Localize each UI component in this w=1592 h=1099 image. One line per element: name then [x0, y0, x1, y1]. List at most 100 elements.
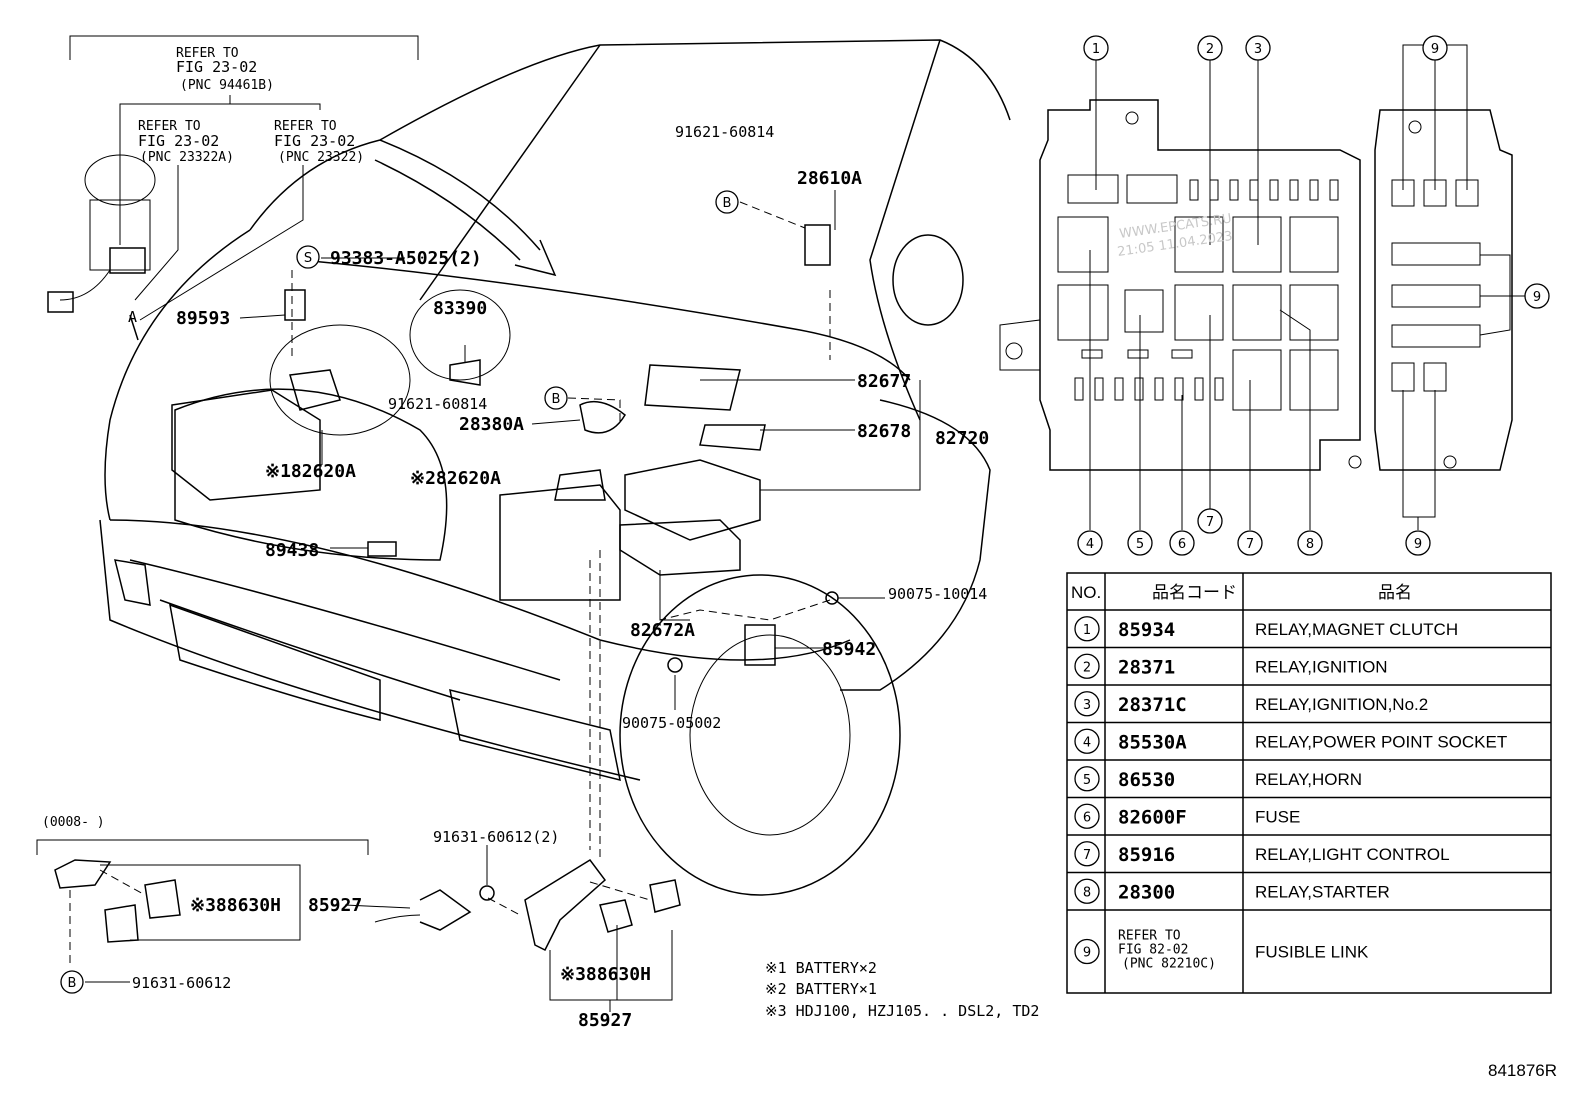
row-number-circle [1074, 766, 1100, 792]
fuse-box-callout-8: 8 [1297, 530, 1323, 556]
row-code: 82600F [1118, 806, 1187, 828]
fuse-box-callout-2: 2 [1197, 35, 1223, 61]
fuse-slot [1171, 349, 1193, 359]
label-82677: 82677 [857, 371, 911, 392]
fuse-box-callout-7b: 7 [1237, 530, 1263, 556]
row-number: 3 [1083, 698, 1091, 713]
fuse-slot [1094, 377, 1104, 401]
label-91631-60612: 91631-60612 [132, 974, 231, 992]
table-row: 4 85530A RELAY,POWER POINT SOCKET [1067, 721, 1551, 754]
fuse-slot [1154, 377, 1164, 401]
row-code-line: FIG 82-02 [1118, 943, 1188, 958]
row-code: 85916 [1118, 844, 1175, 866]
row-number-circle [1074, 691, 1100, 717]
leader-lines [36, 35, 921, 1012]
fuse-slot [1127, 349, 1149, 359]
fuse-box-callout-3: 3 [1245, 35, 1271, 61]
row-number: 8 [1083, 885, 1091, 900]
fuse-slot [1114, 377, 1124, 401]
fuse-box-callout-9-right: 9 [1524, 283, 1550, 309]
fuse-slot [1229, 179, 1239, 201]
label-88630h-right: ※388630H [560, 964, 651, 985]
row-name: RELAY,HORN [1255, 770, 1362, 789]
row-number: 9 [1083, 946, 1091, 961]
svg-text:S: S [304, 251, 312, 266]
fuse-slot [1174, 377, 1184, 401]
fuse-slot [1214, 377, 1224, 401]
row-number-circle [1074, 803, 1100, 829]
row-code: 28371 [1118, 656, 1175, 678]
callout-b-top: B [715, 190, 739, 214]
label-82720: 82720 [935, 428, 989, 449]
label-90075-10014: 90075-10014 [888, 585, 987, 603]
callout-a: A [128, 308, 137, 326]
fuse-slot [1289, 179, 1299, 201]
refer-note-top-line1: REFER TO [176, 46, 239, 61]
refer-note-right-line2: FIG 23-02 [274, 132, 355, 150]
label-83390: 83390 [433, 298, 487, 319]
row-number-circle [1074, 841, 1100, 867]
row-name: RELAY,MAGNET CLUTCH [1255, 620, 1458, 639]
svg-text:9: 9 [1414, 537, 1422, 552]
row-number: 5 [1083, 773, 1091, 788]
fuse-slots [1074, 179, 1339, 401]
label-85927-bottom: 85927 [578, 1010, 632, 1031]
label-date-range: (0008- ) [42, 815, 105, 830]
row-number-circle [1074, 653, 1100, 679]
label-82620a-1: ※182620A [265, 461, 356, 482]
row-number: 4 [1083, 735, 1091, 750]
label-91631-60612-2: 91631-60612(2) [433, 828, 559, 846]
fuse-slot [1134, 377, 1144, 401]
fuse-slot [1189, 179, 1199, 201]
label-91621-60814-mid: 91621-60814 [388, 395, 487, 413]
svg-text:2: 2 [1206, 42, 1214, 57]
svg-text:1: 1 [1092, 42, 1100, 57]
row-code: 85934 [1118, 619, 1175, 641]
refer-note-left-line1: REFER TO [138, 119, 201, 134]
svg-text:9: 9 [1431, 42, 1439, 57]
row-name: FUSE [1255, 807, 1300, 826]
fuse-slot [1209, 179, 1219, 201]
footnote-1: ※1 BATTERY×2 [765, 959, 877, 977]
row-code: 28300 [1118, 881, 1175, 903]
table-header-no: NO. [1071, 583, 1101, 602]
label-93383-a5025: 93383-A5025(2) [330, 248, 482, 269]
row-name: FUSIBLE LINK [1255, 943, 1369, 962]
refer-note-top-line2: FIG 23-02 [176, 58, 257, 76]
svg-text:3: 3 [1254, 42, 1262, 57]
row-number-circle [1074, 728, 1100, 754]
vehicle-outline-drawing [47, 39, 1011, 896]
fuse-box-callout-5: 5 [1127, 530, 1153, 556]
label-82620a-2: ※282620A [410, 468, 501, 489]
fuse-slot [1309, 179, 1319, 201]
row-name: RELAY,IGNITION [1255, 657, 1388, 676]
svg-text:7: 7 [1246, 537, 1254, 552]
parts-table: NO. 品名コード 品名 [1066, 572, 1552, 994]
table-row: 5 86530 RELAY,HORN [1067, 759, 1551, 792]
footnote-3: ※3 HDJ100, HZJ105. . DSL2, TD2 [765, 1002, 1039, 1020]
svg-text:8: 8 [1306, 537, 1314, 552]
label-85942: 85942 [822, 639, 876, 660]
fuse-box-leaders [1089, 44, 1525, 530]
row-number: 7 [1083, 848, 1091, 863]
fuse-slot [1329, 179, 1339, 201]
row-name: RELAY,POWER POINT SOCKET [1255, 732, 1507, 751]
fuse-box-callout-9-bottom: 9 [1405, 530, 1431, 556]
label-82678: 82678 [857, 421, 911, 442]
label-88630h-left: ※388630H [190, 895, 281, 916]
refer-note-right-line1: REFER TO [274, 119, 337, 134]
row-code: 86530 [1118, 769, 1175, 791]
row-number: 6 [1083, 810, 1091, 825]
svg-text:4: 4 [1086, 537, 1094, 552]
row-code: 85530A [1118, 731, 1187, 753]
svg-text:6: 6 [1178, 537, 1186, 552]
row-name: RELAY,STARTER [1255, 882, 1390, 901]
row-code-line: REFER TO [1118, 929, 1181, 944]
fuse-box-callout-4: 4 [1077, 530, 1103, 556]
label-28380a: 28380A [459, 414, 524, 435]
